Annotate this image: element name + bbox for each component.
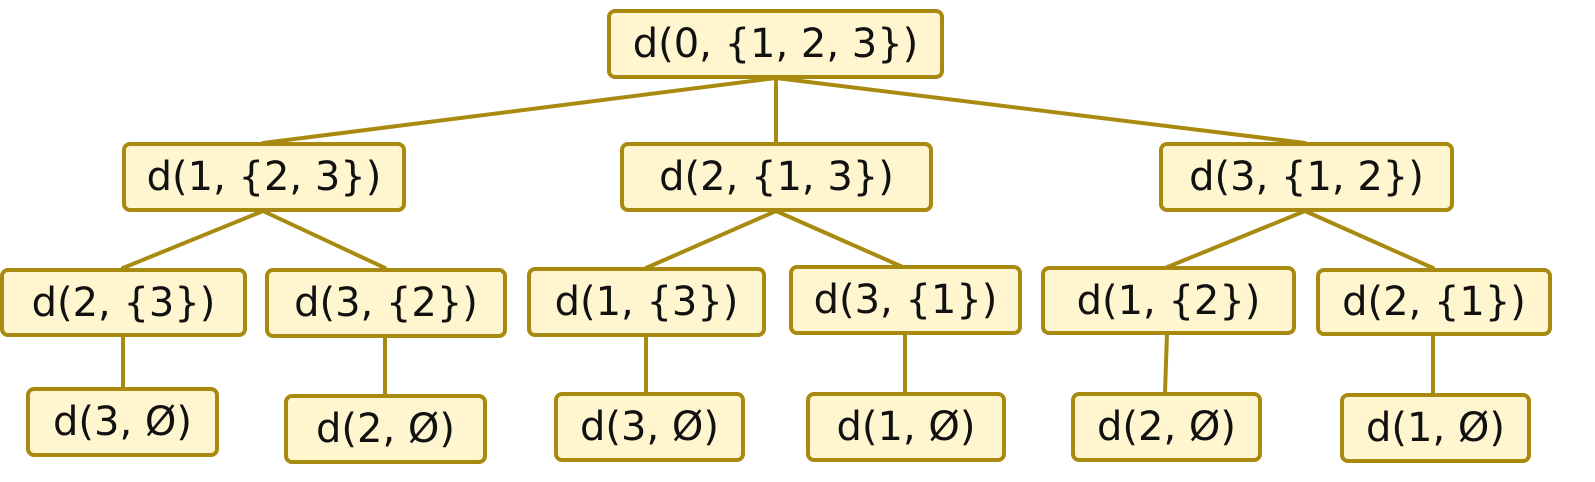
node-level3-3: d(3, Ø) <box>554 392 745 462</box>
node-label: d(2, {1}) <box>1342 279 1526 325</box>
edge-n3-to-n3b <box>1303 209 1435 270</box>
node-level2-2: d(3, {2}) <box>265 268 507 338</box>
node-label: d(3, Ø) <box>53 399 192 445</box>
node-level2-1: d(2, {3}) <box>0 268 247 337</box>
node-level1-1: d(1, {2, 3}) <box>122 142 406 212</box>
node-label: d(3, {1, 2}) <box>1189 154 1424 200</box>
node-level3-1: d(3, Ø) <box>26 387 219 457</box>
node-level2-4: d(3, {1}) <box>789 265 1022 335</box>
node-root: d(0, {1, 2, 3}) <box>607 9 944 79</box>
node-label: d(3, {2}) <box>294 280 478 326</box>
node-label: d(1, {3}) <box>554 279 739 325</box>
node-level2-6: d(2, {1}) <box>1316 268 1552 336</box>
edge-n2-to-n2a <box>644 209 778 270</box>
node-level3-5: d(2, Ø) <box>1071 392 1262 462</box>
edge-root-to-n1 <box>261 76 778 145</box>
node-label: d(2, Ø) <box>1097 404 1236 450</box>
node-level3-4: d(1, Ø) <box>806 392 1006 462</box>
edge-n3-to-n3a <box>1163 209 1307 270</box>
node-label: d(3, {1}) <box>813 277 998 323</box>
node-label: d(1, Ø) <box>836 404 976 450</box>
node-level2-3: d(1, {3}) <box>527 267 766 337</box>
node-label: d(1, {2, 3}) <box>146 154 382 200</box>
node-level1-2: d(2, {1, 3}) <box>620 142 933 212</box>
node-label: d(3, Ø) <box>580 404 719 450</box>
node-label: d(2, {1, 3}) <box>659 154 894 200</box>
edge-root-to-n3 <box>774 76 1307 145</box>
edge-n1-to-n1a <box>121 209 265 270</box>
node-label: d(0, {1, 2, 3}) <box>632 21 919 67</box>
node-label: d(2, {3}) <box>31 279 216 326</box>
node-level3-6: d(1, Ø) <box>1340 393 1531 463</box>
node-level2-5: d(1, {2}) <box>1041 266 1296 335</box>
node-level3-2: d(2, Ø) <box>284 394 487 464</box>
edge-n1-to-n1b <box>261 209 387 270</box>
node-label: d(2, Ø) <box>316 406 455 452</box>
node-level1-3: d(3, {1, 2}) <box>1159 142 1454 212</box>
edge-n2-to-n2b <box>774 209 907 270</box>
node-label: d(1, {2}) <box>1076 277 1261 324</box>
node-label: d(1, Ø) <box>1366 405 1505 451</box>
edge-n3a-to-leaf <box>1163 331 1169 395</box>
